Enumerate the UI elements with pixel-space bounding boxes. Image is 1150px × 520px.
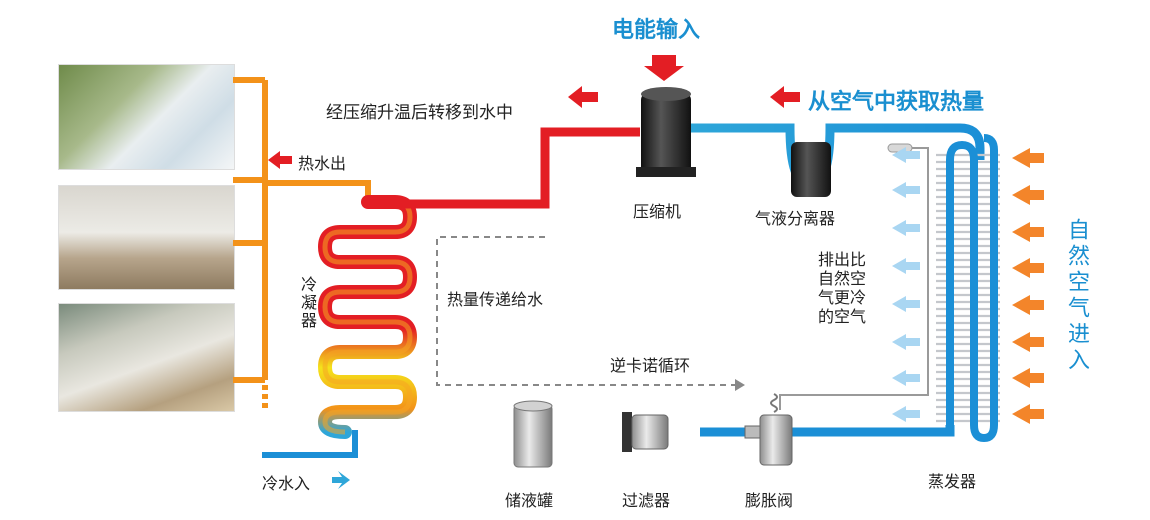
sensor-capillary (779, 147, 929, 410)
gas-liquid-separator (791, 142, 831, 197)
photo-bathtub (58, 64, 235, 170)
label-compressor: 压缩机 (633, 202, 682, 221)
label-heat-to-water: 热量传递给水 (447, 290, 544, 309)
evaporator-tubes (946, 134, 998, 443)
label-power-input: 电能输入 (612, 18, 701, 43)
label-expansion-valve: 膨胀阀 (745, 491, 794, 510)
label-condenser: 冷凝器 (298, 276, 317, 330)
left-arrow-icon (268, 151, 292, 169)
left-arrow-icon (568, 86, 598, 108)
right-arrow-icon (735, 379, 745, 391)
compressor (636, 87, 696, 177)
hot-gas-pipe (368, 127, 640, 209)
label-cold-air-out: 排出比 自然空 气更冷 的空气 (818, 250, 867, 326)
label-cold-water-in: 冷水入 (262, 474, 311, 493)
left-arrow-icon (770, 86, 800, 108)
label-evaporator: 蒸发器 (928, 472, 977, 491)
label-filter: 过滤器 (622, 491, 671, 510)
right-arrow-icon (332, 471, 350, 489)
label-heat-transfer: 经压缩升温后转移到水中 (326, 103, 513, 123)
label-hot-water-out: 热水出 (298, 154, 347, 173)
label-gas-liquid-separator: 气液分离器 (755, 209, 836, 228)
cold-water-pipe (262, 430, 358, 458)
label-receiver: 储液罐 (505, 491, 554, 510)
receiver-tank (513, 400, 553, 468)
photo-faucet (58, 185, 235, 290)
label-air-heat: 从空气中获取热量 (808, 90, 985, 115)
photo-kitchen-sink (58, 303, 235, 412)
filter (622, 412, 669, 452)
heat-flow-line (436, 236, 735, 386)
air-in-chevrons (1012, 148, 1044, 424)
down-arrow-icon (644, 55, 684, 81)
label-natural-air-in: 自然空气进入 (1064, 218, 1089, 374)
cold-air-chevrons (892, 147, 920, 422)
label-reverse-carnot: 逆卡诺循环 (610, 356, 691, 375)
expansion-valve (744, 393, 793, 466)
condenser-coil (317, 195, 418, 439)
